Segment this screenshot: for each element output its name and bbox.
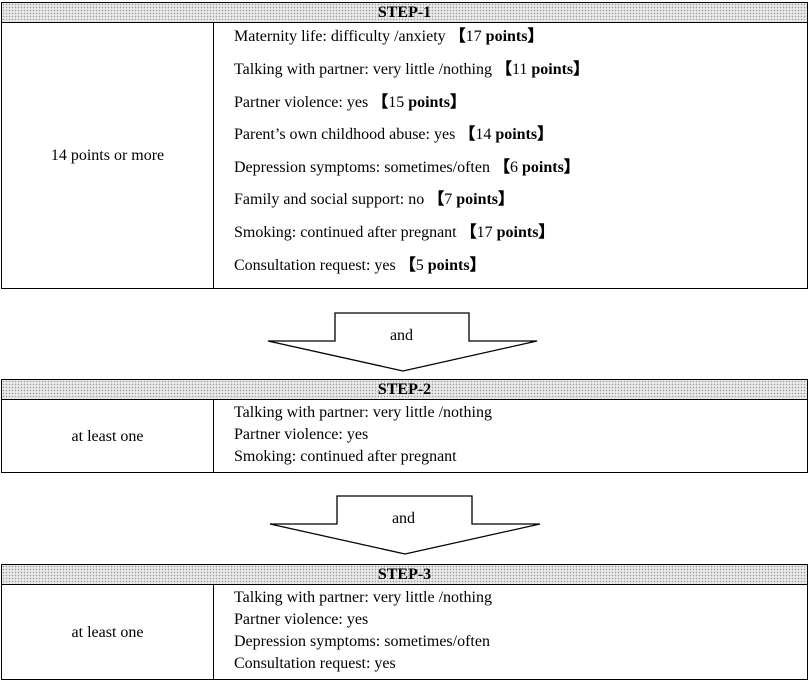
bracket-open: 【 — [459, 126, 476, 144]
points-label: points — [485, 28, 528, 45]
bracket-close: 】 — [469, 256, 486, 274]
bracket-close: 】 — [538, 223, 555, 241]
step-2-body: at least one Talking with partner: very … — [2, 400, 807, 473]
bracket-close: 】 — [537, 126, 554, 144]
points-label: points — [427, 256, 470, 274]
bracket-open: 【 — [428, 191, 445, 209]
and-arrow-1: and — [0, 312, 811, 372]
item-text: Consultation request: yes — [234, 256, 396, 274]
item-text: Depression symptoms: sometimes/often — [234, 158, 490, 176]
step-2-box: STEP-2 at least one Talking with partner… — [1, 379, 808, 473]
step-1-item: Consultation request: yes 【5 points】 — [234, 250, 807, 283]
step-1-item: Family and social support: no 【7 points】 — [234, 184, 807, 217]
step-3-item: Consultation request: yes — [234, 655, 396, 672]
bracket-open: 【 — [495, 61, 512, 78]
item-text: Parent’s own childhood abuse: yes — [234, 126, 456, 144]
step-3-item: Talking with partner: very little /nothi… — [234, 589, 492, 606]
down-arrow-icon — [267, 312, 538, 372]
bracket-open: 【 — [399, 256, 416, 274]
step-2-item: Smoking: continued after pregnant — [234, 448, 457, 465]
step-3-item: Partner violence: yes — [234, 611, 369, 628]
step-1-box: STEP-1 14 points or more Maternity life:… — [1, 2, 808, 289]
item-text: Partner violence: yes — [234, 93, 369, 111]
step-2-title: STEP-2 — [2, 380, 807, 400]
and-label: and — [391, 510, 416, 527]
item-text: Smoking: continued after pregnant — [234, 223, 457, 241]
step-3-condition: at least one — [2, 585, 214, 680]
points-value: 14 — [475, 126, 492, 144]
step-1-item: Partner violence: yes 【15 points】 — [234, 87, 807, 120]
and-label: and — [389, 327, 414, 344]
bracket-open: 【 — [493, 158, 510, 176]
and-arrow-2: and — [0, 495, 811, 555]
step-1-body: 14 points or more Maternity life: diffic… — [2, 23, 807, 289]
points-label: points — [456, 191, 499, 209]
step-3-title: STEP-3 — [2, 565, 807, 585]
step-1-item: Maternity life: difficulty /anxiety 【17 … — [234, 27, 807, 54]
item-text: Family and social support: no — [234, 191, 425, 209]
step-3-items: Talking with partner: very little /nothi… — [214, 585, 807, 680]
points-label: points — [522, 158, 564, 176]
down-arrow-icon — [269, 495, 541, 555]
bracket-close: 】 — [449, 93, 466, 111]
step-2-condition: at least one — [2, 400, 214, 473]
step-3-body: at least one Talking with partner: very … — [2, 585, 807, 680]
step-2-item: Partner violence: yes — [234, 426, 369, 443]
step-2-items: Talking with partner: very little /nothi… — [214, 400, 807, 473]
bracket-close: 】 — [563, 158, 580, 176]
bracket-close: 】 — [527, 28, 544, 45]
points-value: 5 — [415, 256, 424, 274]
points-label: points — [496, 223, 539, 241]
step-1-item: Talking with partner: very little /nothi… — [234, 54, 807, 87]
points-value: 17 — [476, 223, 493, 241]
step-2-item: Talking with partner: very little /nothi… — [234, 404, 492, 421]
points-value: 7 — [444, 191, 453, 209]
step-3-box: STEP-3 at least one Talking with partner… — [1, 564, 808, 680]
step-1-condition: 14 points or more — [2, 23, 214, 289]
step-1-item: Parent’s own childhood abuse: yes 【14 po… — [234, 119, 807, 152]
points-value: 15 — [388, 93, 405, 111]
bracket-close: 】 — [498, 191, 515, 209]
points-value: 6 — [510, 158, 518, 176]
bracket-open: 【 — [449, 28, 466, 45]
step-3-item: Depression symptoms: sometimes/often — [234, 633, 490, 650]
step-1-items: Maternity life: difficulty /anxiety 【17 … — [214, 23, 807, 289]
bracket-close: 】 — [573, 61, 590, 78]
points-value: 17 — [465, 28, 482, 45]
points-label: points — [531, 61, 574, 78]
bracket-open: 【 — [372, 93, 389, 111]
step-1-title: STEP-1 — [2, 3, 807, 23]
points-value: 11 — [511, 61, 528, 78]
points-label: points — [495, 126, 538, 144]
item-text: Talking with partner: very little /nothi… — [234, 61, 492, 78]
points-label: points — [408, 93, 450, 111]
bracket-open: 【 — [460, 223, 477, 241]
step-1-item: Depression symptoms: sometimes/often 【6 … — [234, 152, 807, 185]
step-1-item: Smoking: continued after pregnant 【17 po… — [234, 217, 807, 250]
item-text: Maternity life: difficulty /anxiety — [234, 28, 446, 45]
